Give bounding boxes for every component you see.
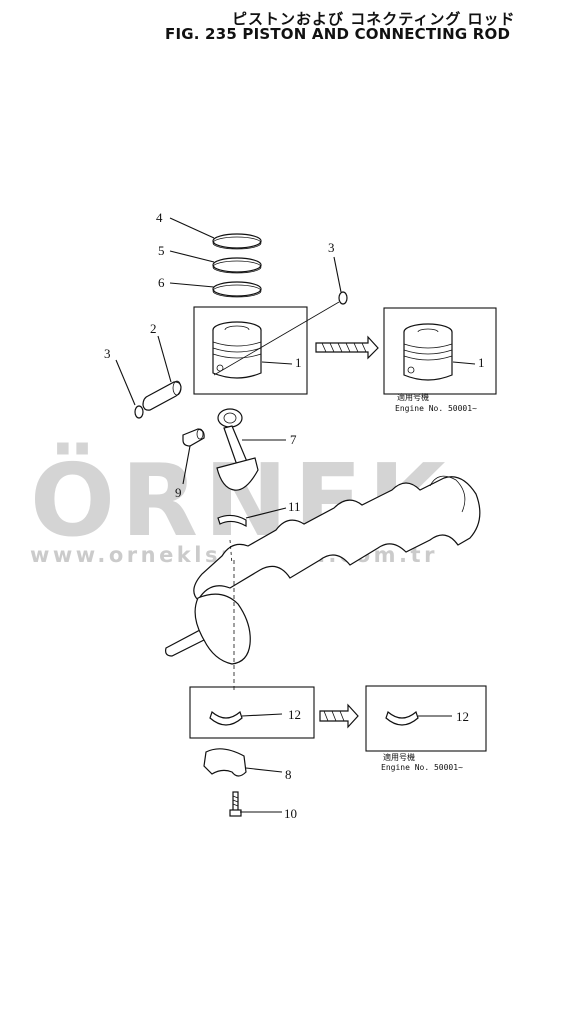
callout-5: 5 [158,243,165,258]
callout-2: 2 [150,321,157,336]
snap-ring-right [213,256,348,376]
engine-note-1: Engine No. 50001~ [395,404,477,413]
piston-pin [115,335,182,419]
figure-title: FIG. 235 PISTON AND CONNECTING ROD [165,25,511,43]
callout-6: 6 [158,275,165,290]
top-ring [212,233,262,249]
second-ring [212,257,262,273]
arrow-1 [315,335,379,360]
callout-1: 1 [295,355,302,370]
engine-note-2: Engine No. 50001~ [381,763,463,772]
callout-4: 4 [156,210,163,225]
connecting-rod [182,408,286,491]
engine-note-2-jp: 適用号機 [383,752,415,762]
piston-box-new [383,307,497,395]
engine-note-1-jp: 適用号機 [397,392,429,402]
callout-1-new: 1 [478,355,485,370]
piston-rings [169,217,262,298]
callout-8: 8 [285,767,292,782]
callout-11: 11 [288,499,301,514]
callout-3-right: 3 [328,240,335,255]
figure-title-japanese: ピストンおよび コネクティング ロッド [232,10,516,28]
callout-3-left: 3 [104,346,111,361]
bearing-box-new [365,685,487,752]
upper-bearing [217,507,287,528]
callout-10: 10 [284,806,297,821]
rod-cap [203,748,283,777]
callout-7: 7 [290,432,297,447]
arrow-2 [319,703,359,729]
crankshaft [165,475,481,690]
bearing-box [189,686,315,739]
callout-12: 12 [288,707,301,722]
oil-ring [212,281,262,297]
callout-12-new: 12 [456,709,469,724]
rod-bolt [229,791,282,817]
piston-box [193,306,308,395]
callout-9: 9 [175,485,182,500]
